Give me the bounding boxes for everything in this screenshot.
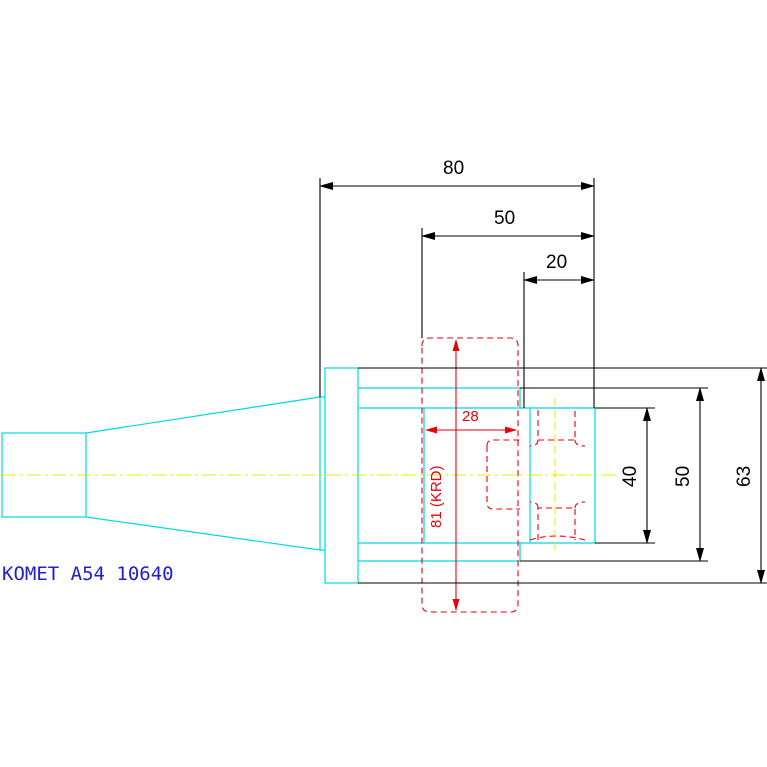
red-dimensions bbox=[425, 339, 517, 611]
black-dimensions bbox=[319, 178, 767, 584]
dim-63-text: 63 bbox=[734, 466, 755, 487]
taper-cone bbox=[85, 396, 321, 551]
dim-40-text: 40 bbox=[620, 466, 641, 487]
dim-28-text: 28 bbox=[462, 408, 479, 425]
dim-80-text: 80 bbox=[443, 158, 464, 179]
dim-krd-text: 81 (KRD) bbox=[428, 465, 445, 528]
hidden-lines-red bbox=[421, 337, 586, 613]
dim-20-text: 20 bbox=[546, 252, 567, 273]
krd-envelope bbox=[421, 337, 519, 613]
dim-50-top-text: 50 bbox=[494, 208, 515, 229]
dim-50-right-text: 50 bbox=[673, 466, 694, 487]
part-label: KOMET A54 10640 bbox=[2, 563, 174, 585]
